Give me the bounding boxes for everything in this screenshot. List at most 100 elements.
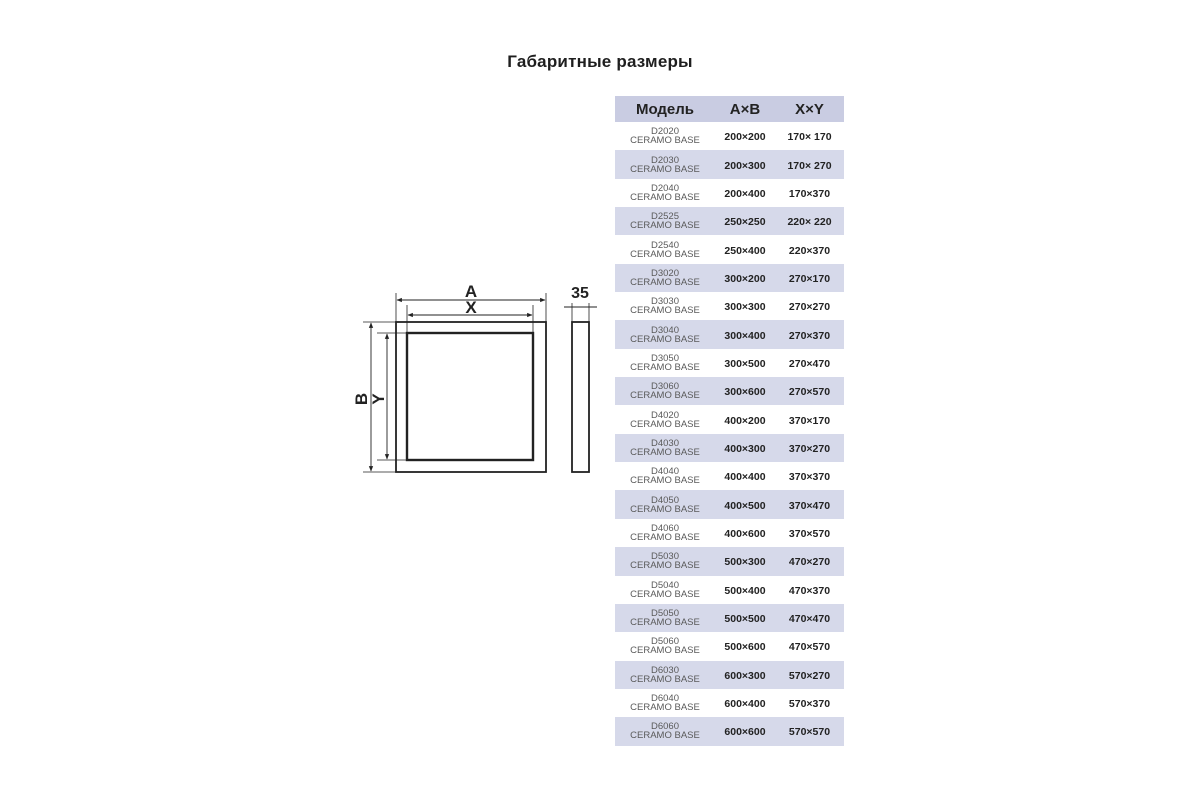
ab-value: 300×400 [724, 329, 766, 342]
ab-cell: 400×500 [715, 490, 775, 519]
xy-value: 270×170 [788, 272, 831, 285]
xy-cell: 470×270 [775, 547, 844, 576]
table-header-row: Модель A×B X×Y [615, 96, 844, 122]
model-code: D2030 [651, 154, 679, 166]
model-code: D3030 [651, 296, 679, 308]
model-code: D2020 [651, 126, 679, 138]
xy-cell: 370×570 [775, 519, 844, 547]
ab-cell: 500×400 [715, 576, 775, 604]
model-code: D5060 [651, 636, 679, 648]
model-code: D4030 [651, 437, 679, 449]
ab-value: 200×300 [724, 159, 766, 172]
model-code: D6040 [651, 693, 679, 705]
xy-value: 570×370 [788, 698, 831, 711]
ab-value: 400×400 [724, 471, 766, 484]
xy-cell: 270×170 [775, 263, 844, 293]
model-code: D3020 [651, 267, 679, 279]
xy-cell: 470×470 [775, 603, 844, 633]
ab-value: 400×500 [724, 499, 766, 512]
model-series: CERAMO BASE [630, 135, 700, 147]
dimension-a-label: A [465, 282, 477, 301]
ab-value: 250×250 [724, 216, 766, 229]
model-series: CERAMO BASE [630, 248, 700, 260]
model-series: CERAMO BASE [630, 560, 700, 572]
model-code: D2540 [651, 239, 679, 251]
xy-value: 470×470 [788, 613, 831, 626]
ab-cell: 500×300 [715, 547, 775, 576]
xy-value: 270×270 [788, 301, 831, 314]
model-series: CERAMO BASE [630, 305, 700, 317]
model-code: D3050 [651, 352, 679, 364]
xy-value: 370×370 [788, 471, 831, 484]
xy-value: 270×370 [788, 329, 831, 342]
model-series: CERAMO BASE [630, 617, 700, 629]
ab-value: 400×200 [724, 414, 766, 427]
model-series: CERAMO BASE [630, 503, 700, 515]
model-code: D6060 [651, 721, 679, 733]
ab-cell: 200×200 [715, 122, 775, 150]
xy-value: 470×370 [788, 584, 831, 597]
xy-cell: 370×470 [775, 490, 844, 519]
ab-value: 300×300 [724, 301, 766, 314]
ab-value: 600×600 [724, 726, 766, 739]
header-model: Модель [615, 96, 715, 122]
ab-cell: 250×400 [715, 235, 775, 263]
header-xy: X×Y [775, 96, 844, 122]
ab-cell: 400×600 [715, 519, 775, 547]
ab-value: 500×400 [724, 584, 766, 597]
model-code: D4050 [651, 494, 679, 506]
model-series: CERAMO BASE [630, 645, 700, 657]
xy-value: 220× 220 [787, 216, 832, 229]
model-series: CERAMO BASE [630, 333, 700, 345]
xy-value: 170×370 [788, 187, 831, 200]
xy-cell: 270×570 [775, 377, 844, 406]
ab-cell: 250×250 [715, 207, 775, 236]
model-code: D4040 [651, 466, 679, 478]
model-code: D2525 [651, 211, 679, 223]
model-series: CERAMO BASE [630, 673, 700, 685]
ab-value: 300×600 [724, 386, 766, 399]
model-series: CERAMO BASE [630, 418, 700, 430]
ab-cell: 600×400 [715, 689, 775, 717]
xy-cell: 220× 220 [775, 207, 844, 236]
ab-value: 300×200 [724, 272, 766, 285]
dimension-b-label: B [352, 393, 371, 405]
model-code: D2040 [651, 182, 679, 194]
ab-cell: 400×300 [715, 433, 775, 463]
hatch-outer-frame [395, 321, 547, 473]
xy-cell: 570×370 [775, 689, 844, 717]
ab-cell: 200×400 [715, 179, 775, 207]
xy-value: 270×570 [788, 386, 831, 399]
xy-cell: 270×470 [775, 349, 844, 377]
ab-cell: 300×500 [715, 349, 775, 377]
ab-value: 200×200 [724, 131, 766, 144]
model-code: D4020 [651, 409, 679, 421]
model-series: CERAMO BASE [630, 390, 700, 402]
page-title: Габаритные размеры [507, 52, 693, 71]
